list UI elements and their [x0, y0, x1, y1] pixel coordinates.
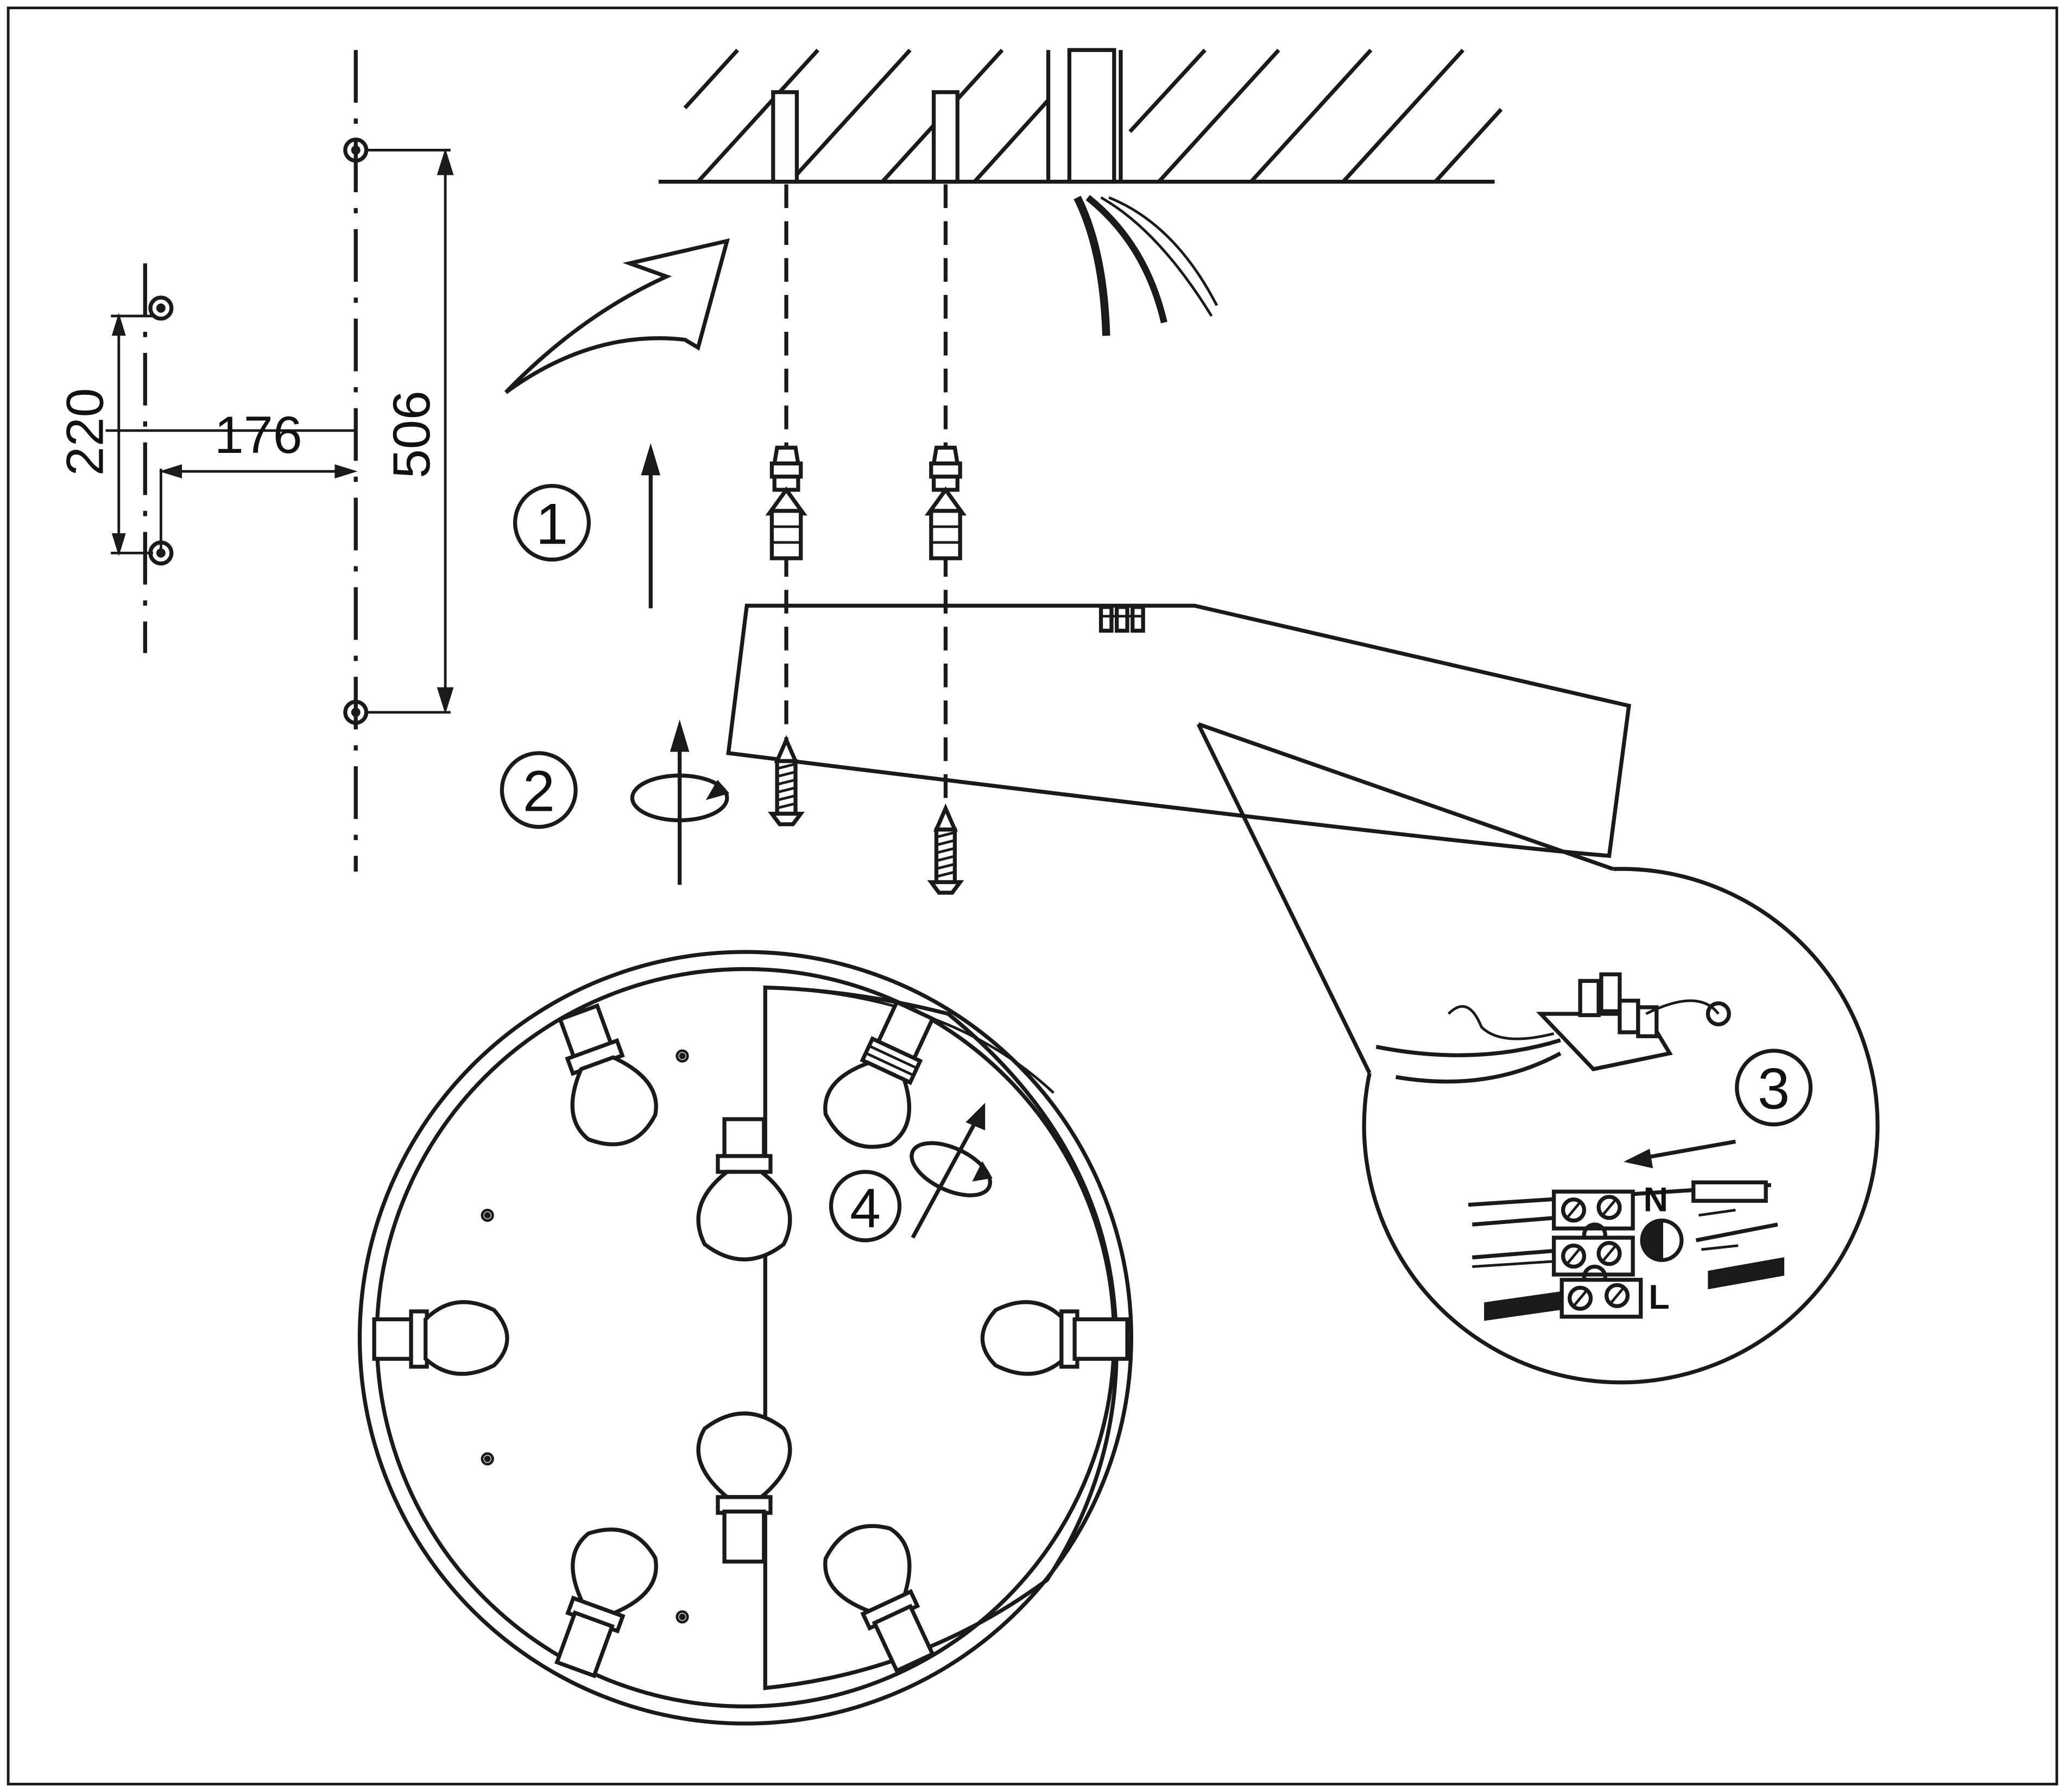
dimension-220: 220	[55, 388, 115, 476]
terminal-label-live: L	[1649, 1278, 1670, 1316]
bulb-bottom-right	[823, 1524, 936, 1674]
wiring-terminal-schematic: N L	[1468, 1180, 1784, 1321]
page-frame	[7, 7, 2058, 1785]
screw-right	[927, 803, 964, 895]
bulb-center-top	[696, 1117, 792, 1261]
wiring-detail-callout: 3 N	[1196, 722, 1880, 1385]
step-1-number: 1	[536, 491, 568, 556]
step-4: 4	[829, 1102, 993, 1242]
bulb-right	[980, 1300, 1129, 1376]
dimension-176: 176	[214, 405, 302, 464]
bulb-center-bottom	[696, 1411, 792, 1564]
step-4-number: 4	[850, 1177, 881, 1239]
lamp-body	[357, 950, 1133, 1726]
terminal-block-small	[1098, 605, 1145, 633]
dimension-506: 506	[382, 390, 441, 478]
bulb-bottom-left	[554, 1528, 658, 1679]
bulb-top-right	[823, 999, 936, 1149]
drilling-template: 506 220 176	[55, 50, 454, 872]
mains-cables	[1073, 194, 1218, 336]
step-3-number: 3	[1758, 1056, 1790, 1121]
earth-symbol-icon	[1640, 1219, 1684, 1263]
ceiling	[658, 48, 1503, 184]
wall-plug-right	[924, 445, 967, 560]
hole-marker-small-top	[148, 295, 174, 321]
terminal-label-neutral: N	[1644, 1181, 1669, 1219]
step-2-number: 2	[523, 759, 555, 824]
bulb-top-left	[557, 1003, 658, 1146]
screw-left	[768, 735, 805, 826]
wall-plug-left	[765, 445, 807, 560]
step-1: 1	[513, 443, 661, 609]
step-2: 2	[500, 720, 730, 885]
curved-arrow-icon	[504, 238, 730, 394]
bulb-left	[372, 1300, 509, 1376]
mounting-bracket	[726, 603, 1631, 858]
